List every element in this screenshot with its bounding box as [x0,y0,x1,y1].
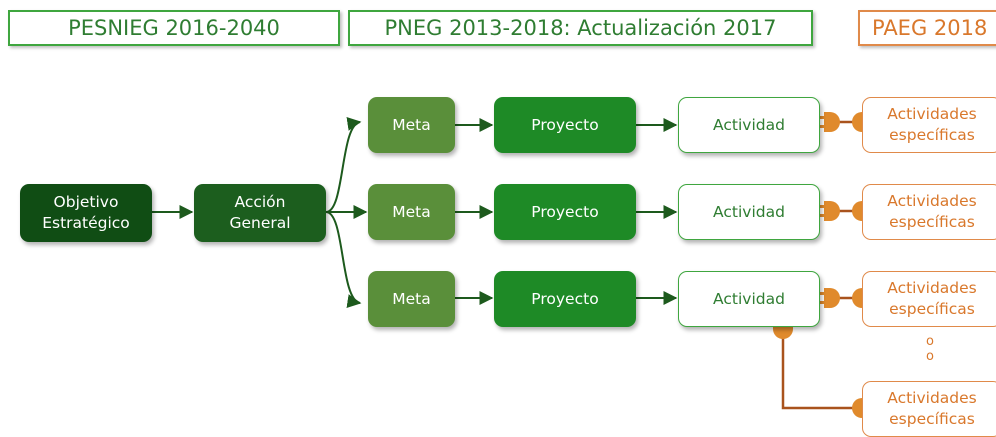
especificas-line2: específicas [889,213,975,231]
socket-icon [852,288,862,308]
socket-icon [852,201,862,221]
especificas-line2: específicas [889,410,975,428]
especificas-line2: específicas [889,300,975,318]
plug-icon [816,288,840,308]
especificas-line1: Actividades [887,105,977,124]
ellipsis-mark: o [926,349,934,364]
ellipsis-mark: o [926,334,934,349]
especificas-line1: Actividades [887,389,977,408]
ellipsis-marks: o o [924,334,936,364]
actividad-box: Actividad [678,184,820,240]
meta-box: Meta [368,97,455,153]
header-paeg: PAEG 2018 [858,10,996,46]
plug-icon [816,201,840,221]
header-pesnieg: PESNIEG 2016-2040 [8,10,340,46]
especificas-line1: Actividades [887,279,977,298]
plug-icon [816,112,840,132]
actividades-especificas-box: Actividades específicas [862,271,996,327]
actividad-box: Actividad [678,271,820,327]
actividades-especificas-box-extra: Actividades específicas [862,381,996,437]
proyecto-box: Proyecto [494,97,636,153]
arrow-accion-meta-1 [325,117,362,213]
meta-box: Meta [368,271,455,327]
meta-box: Meta [368,184,455,240]
socket-icon [852,398,862,418]
socket-icon [852,112,862,132]
actividades-especificas-box: Actividades específicas [862,184,996,240]
accion-line2: General [229,214,291,232]
objetivo-line1: Objetivo [53,193,119,212]
proyecto-box: Proyecto [494,271,636,327]
arrow-accion-meta-3 [325,211,362,308]
accion-line1: Acción [234,193,286,212]
especificas-line1: Actividades [887,192,977,211]
especificas-line2: específicas [889,126,975,144]
header-pneg: PNEG 2013-2018: Actualización 2017 [348,10,813,46]
link-actividad-especificas-extra [781,336,862,410]
actividades-especificas-box: Actividades específicas [862,97,996,153]
actividad-box: Actividad [678,97,820,153]
proyecto-box: Proyecto [494,184,636,240]
accion-general-box: Acción General [194,184,326,242]
objetivo-line2: Estratégico [42,214,130,232]
objetivo-estrategico-box: Objetivo Estratégico [20,184,152,242]
